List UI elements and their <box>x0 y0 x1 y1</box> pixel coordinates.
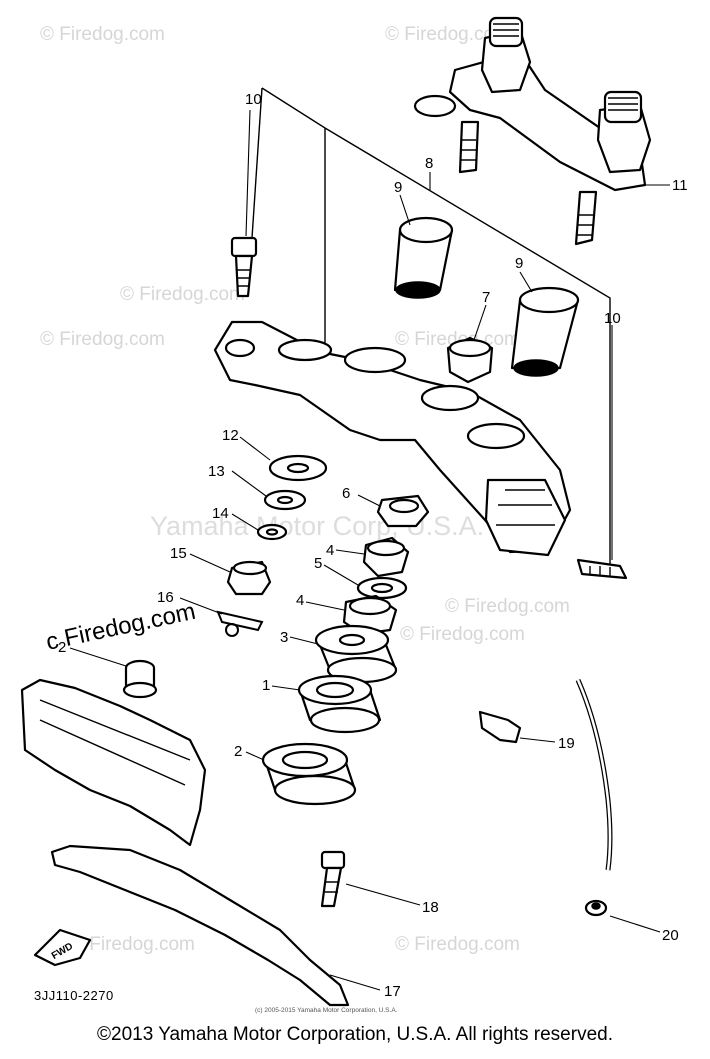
callout-13: 13 <box>208 463 225 480</box>
cap-nut <box>226 560 272 596</box>
callout-3: 3 <box>280 629 288 646</box>
watermark-firedog: © Firedog.com <box>385 24 510 45</box>
bracket-bolt <box>478 710 522 744</box>
cable-guide <box>20 678 207 847</box>
callout-2: 2 <box>58 639 66 656</box>
rubber-bushing <box>510 286 580 377</box>
callout-1: 1 <box>262 677 270 694</box>
fwd-arrow-icon: FWD <box>33 928 92 967</box>
holder-bolt-right <box>576 558 628 580</box>
watermark-firedog: © Firedog.com <box>445 596 570 617</box>
watermark-firedog: © Firedog.com <box>395 934 520 955</box>
watermark-firedog-dark: c Firedog.com <box>44 598 198 656</box>
callout-7: 7 <box>482 289 490 306</box>
hose-grommet <box>584 899 608 917</box>
callout-20: 20 <box>662 927 679 944</box>
crown-nut <box>446 336 494 384</box>
watermark-firedog: © Firedog.com <box>70 934 195 955</box>
callout-16: 16 <box>157 589 174 606</box>
cotter-pin <box>216 610 264 637</box>
callout-10: 10 <box>245 91 262 108</box>
holder-bolt <box>230 236 258 298</box>
callout-2: 2 <box>234 743 242 760</box>
callout-9: 9 <box>515 255 523 272</box>
small-copyright: (c) 2005-2015 Yamaha Motor Corporation, … <box>255 1007 398 1014</box>
part-code: 3JJ110-2270 <box>34 988 114 1003</box>
callout-10: 10 <box>604 310 621 327</box>
callout-labels: 10 8 9 9 7 10 11 12 13 14 15 16 6 4 5 4 … <box>58 91 688 1000</box>
bearing-cover <box>314 624 398 684</box>
callout-12: 12 <box>222 427 239 444</box>
assembly-frame-lines <box>251 87 611 568</box>
callout-19: 19 <box>558 735 575 752</box>
footer-copyright: ©2013 Yamaha Motor Corporation, U.S.A. A… <box>97 1024 613 1045</box>
watermark-firedog: © Firedog.com <box>400 624 525 645</box>
callout-4: 4 <box>296 592 304 609</box>
callout-17: 17 <box>384 983 401 1000</box>
leader-lines <box>69 109 670 991</box>
washer-14 <box>256 523 288 541</box>
ring-nut-upper <box>362 536 410 578</box>
lower-bearing <box>261 742 357 806</box>
callout-14: 14 <box>212 505 229 522</box>
upper-bearing <box>297 674 382 734</box>
watermark-firedog: © Firedog.com <box>120 284 245 305</box>
callout-18: 18 <box>422 899 439 916</box>
watermark-firedog: © Firedog.com <box>40 329 165 350</box>
callout-15: 15 <box>170 545 187 562</box>
callout-5: 5 <box>314 555 322 572</box>
washer-13 <box>263 489 307 511</box>
washer-5 <box>356 576 408 600</box>
callout-4: 4 <box>326 542 334 559</box>
under-bracket <box>213 320 572 557</box>
callout-9: 9 <box>394 179 402 196</box>
callout-8: 8 <box>425 155 433 172</box>
brake-hose <box>575 678 613 871</box>
watermark-firedog: © Firedog.com <box>40 24 165 45</box>
rubber-bushing <box>393 216 454 299</box>
ring-nut-lower <box>342 594 398 636</box>
grommet <box>122 659 158 699</box>
cover-bolt <box>320 850 346 908</box>
upper-handlebar-holder <box>413 16 652 246</box>
lower-cover <box>50 844 350 1007</box>
lock-washer <box>376 494 430 528</box>
washer-12 <box>268 454 328 482</box>
callout-6: 6 <box>342 485 350 502</box>
callout-11: 11 <box>672 177 688 194</box>
watermark-yamaha: Yamaha Motor Corp, U.S.A. <box>150 511 484 541</box>
